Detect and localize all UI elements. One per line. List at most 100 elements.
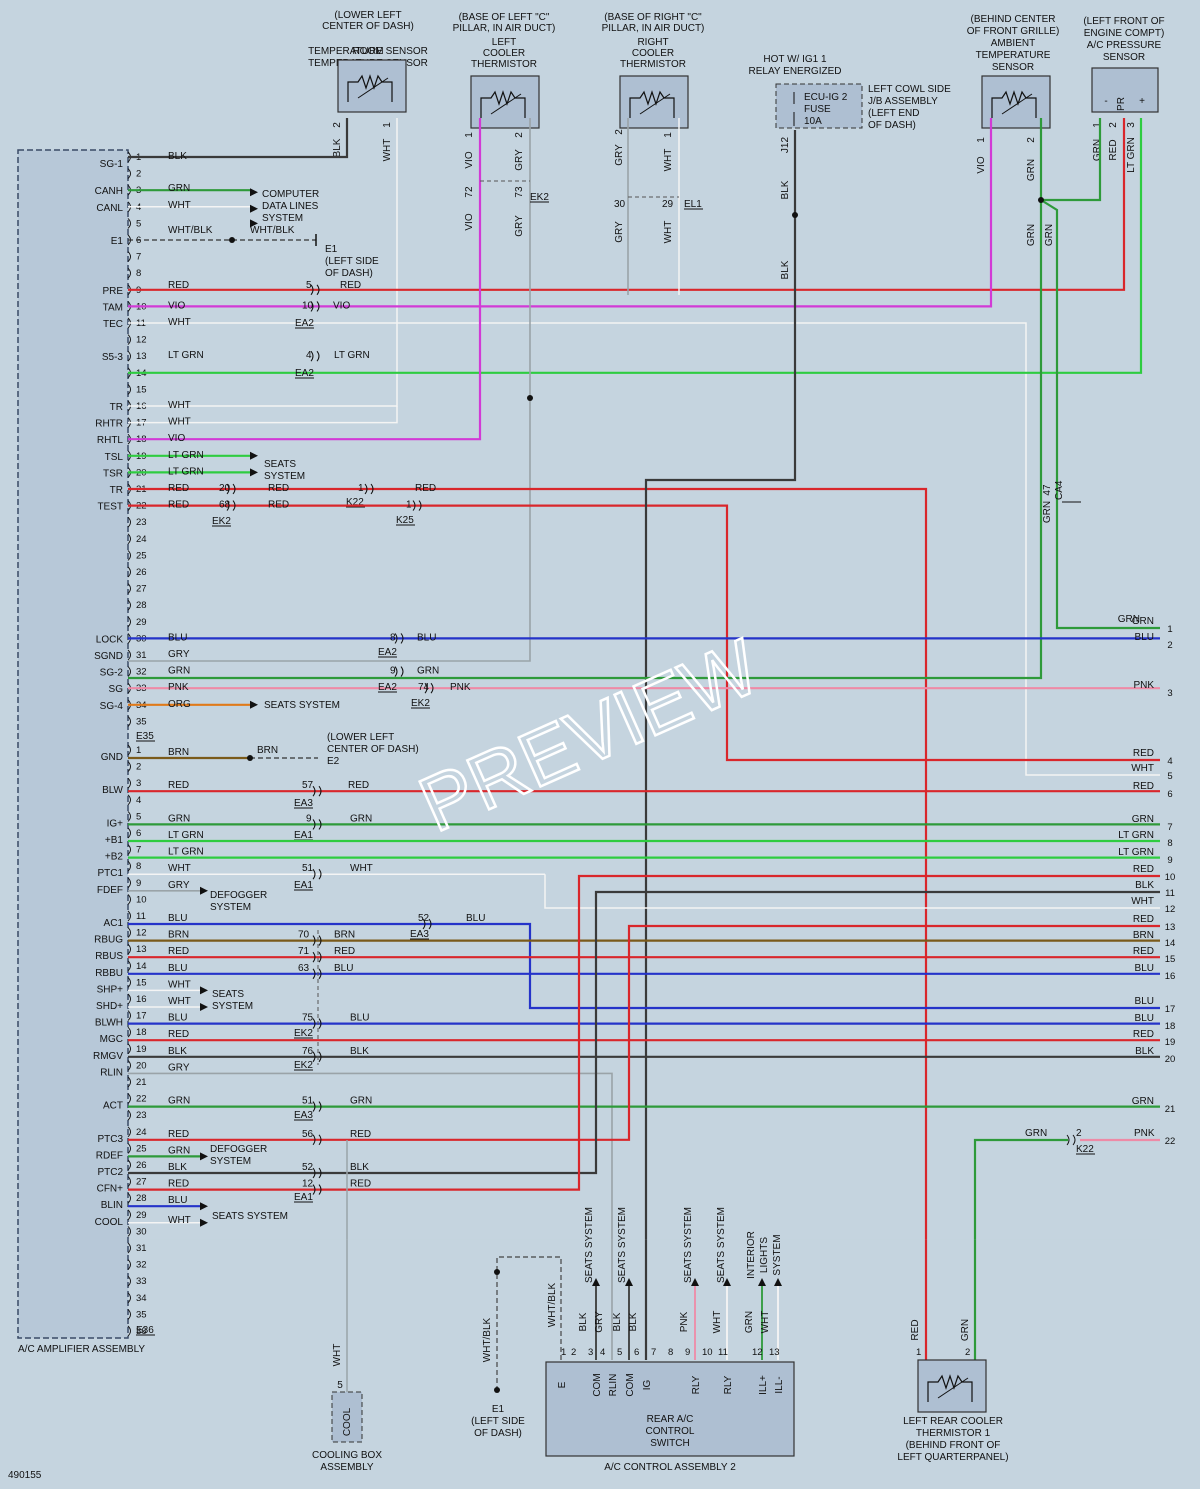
room-sensor-box bbox=[337, 59, 407, 113]
pin-number: 5 bbox=[337, 1380, 343, 1391]
pin-number: 8 bbox=[136, 861, 141, 872]
e1-ground-note: E1 bbox=[325, 244, 338, 255]
wire-color-label: PNK bbox=[1134, 1128, 1155, 1139]
splice-dot bbox=[527, 395, 533, 401]
wire-color-label: 70 bbox=[298, 930, 310, 941]
signal-name: PTC3 bbox=[97, 1134, 123, 1145]
terminal-number: 21 bbox=[1165, 1104, 1176, 1115]
connector-label: EL1 bbox=[684, 199, 702, 210]
wire-color-label: BRN bbox=[257, 745, 278, 756]
pin-number: 1 bbox=[136, 745, 141, 756]
ambient-sensor-name: AMBIENT bbox=[991, 38, 1035, 49]
pin-mark bbox=[127, 1026, 131, 1038]
wire-color-label: BLK bbox=[780, 260, 791, 279]
wire-color-label: 29 bbox=[662, 199, 674, 210]
room-sensor-name: ROOM bbox=[352, 46, 383, 57]
seats-note: SEATS SYSTEM bbox=[212, 1211, 288, 1222]
arrow-icon bbox=[200, 1152, 208, 1161]
pin-mark bbox=[127, 777, 131, 789]
wire-color-label: LT GRN bbox=[1118, 847, 1154, 858]
wire-color-label: WHT bbox=[168, 996, 191, 1007]
wire-color-label: RED bbox=[168, 1129, 189, 1140]
splice-dot bbox=[247, 755, 253, 761]
connector-label: K25 bbox=[396, 515, 414, 526]
left-thermistor-box bbox=[470, 75, 540, 129]
connector-e36: E36 bbox=[136, 1325, 154, 1336]
wire-color-label: GRN bbox=[168, 1145, 190, 1156]
signal-name: TEST bbox=[97, 502, 123, 513]
seats-note-vertical: SEATS SYSTEM bbox=[716, 1207, 727, 1283]
cooling-box-name: ASSEMBLY bbox=[320, 1462, 373, 1473]
pin-mark bbox=[127, 583, 131, 594]
wire-color-label: GRN bbox=[350, 813, 372, 824]
seats-note-vertical: SEATS SYSTEM bbox=[683, 1207, 694, 1283]
pin-number: 24 bbox=[136, 1127, 147, 1138]
pin-mark bbox=[127, 566, 131, 578]
pressure-sensor-box bbox=[1091, 67, 1159, 113]
wire-color-label: RED bbox=[168, 780, 189, 791]
pin-mark bbox=[127, 761, 131, 772]
signal-name: AC1 bbox=[104, 918, 124, 929]
wire-color-label: GRY bbox=[594, 1311, 605, 1333]
lights-note-vertical: LIGHTS bbox=[759, 1237, 770, 1273]
signal-name: SG-2 bbox=[100, 668, 124, 679]
thermistor-icon bbox=[991, 90, 1037, 118]
relay-note: RELAY ENERGIZED bbox=[749, 66, 842, 77]
wire-color-label: GRY bbox=[168, 1062, 190, 1073]
control-switch-name: REAR A/C bbox=[647, 1414, 694, 1425]
wire-color-label: WHT bbox=[712, 1311, 723, 1334]
pin-number: 27 bbox=[136, 584, 147, 595]
wire-color-label: 52 bbox=[302, 1162, 314, 1173]
connector-e35: E35 bbox=[136, 731, 154, 742]
wire-color-label: PNK bbox=[679, 1311, 690, 1332]
wire-color-label: 9 bbox=[390, 666, 396, 677]
inline-connector-icon bbox=[310, 350, 320, 362]
wire-color-label: BLU bbox=[168, 632, 187, 643]
pin-number: 30 bbox=[136, 1226, 147, 1237]
pin-number: 2 bbox=[136, 762, 141, 773]
pin-mark bbox=[127, 1325, 131, 1337]
wire-color-label: RED bbox=[268, 500, 289, 511]
wire-color-label: RED bbox=[168, 280, 189, 291]
wire-color-label: BLU bbox=[466, 913, 485, 924]
signal-name: CFN+ bbox=[97, 1184, 124, 1195]
amplifier-box bbox=[17, 149, 129, 1339]
terminal-number: 18 bbox=[1165, 1021, 1176, 1032]
signal-name: BLIN bbox=[101, 1200, 123, 1211]
pressure-sensor-location: ENGINE COMPT) bbox=[1084, 28, 1165, 39]
wire-ptc3-red bbox=[128, 924, 1160, 1141]
wire-color-label: RED bbox=[268, 483, 289, 494]
pin-number: 5 bbox=[136, 811, 141, 822]
wire-color-label: GRN bbox=[168, 183, 190, 194]
wire-color-label: GRY bbox=[614, 221, 625, 243]
ambient-sensor-box bbox=[981, 75, 1051, 129]
wire-color-label: 30 bbox=[614, 199, 626, 210]
junction-block-label: J/B ASSEMBLY bbox=[868, 96, 938, 107]
pin-number: 31 bbox=[136, 1243, 147, 1254]
thermistor-arrow bbox=[1001, 93, 1033, 115]
inline-connector-icon bbox=[412, 500, 422, 511]
pin-number: 23 bbox=[136, 517, 147, 528]
wire-color-label: WHT bbox=[168, 979, 191, 990]
cooling-box-name: COOLING BOX bbox=[312, 1450, 382, 1461]
signal-name: PTC1 bbox=[97, 868, 123, 879]
wire-color-label: WHT/BLK bbox=[168, 225, 213, 236]
pin-mark bbox=[127, 1109, 131, 1121]
pin-number: 35 bbox=[136, 1309, 147, 1320]
inline-connector-icon bbox=[312, 968, 322, 980]
inline-connector-icon bbox=[424, 682, 434, 694]
wire-tr-red bbox=[128, 487, 928, 1360]
wire-color-label: WHT bbox=[1131, 896, 1154, 907]
inline-connector-icon bbox=[226, 500, 236, 511]
cooling-box bbox=[331, 1391, 363, 1443]
wire-color-label: RED bbox=[168, 483, 189, 494]
wire-color-label: WHT bbox=[760, 1311, 771, 1334]
wire-color-label: 1 bbox=[406, 500, 412, 511]
left-thermistor-name: LEFT bbox=[492, 37, 516, 48]
seats-note: SYSTEM bbox=[264, 471, 305, 482]
pin-number: 18 bbox=[136, 1027, 147, 1038]
wire-color-label: 63 bbox=[298, 963, 310, 974]
wire-color-label: GRN bbox=[1132, 616, 1154, 627]
pin-mark bbox=[127, 1076, 131, 1088]
wire-ptc2-blk bbox=[128, 890, 1160, 1175]
